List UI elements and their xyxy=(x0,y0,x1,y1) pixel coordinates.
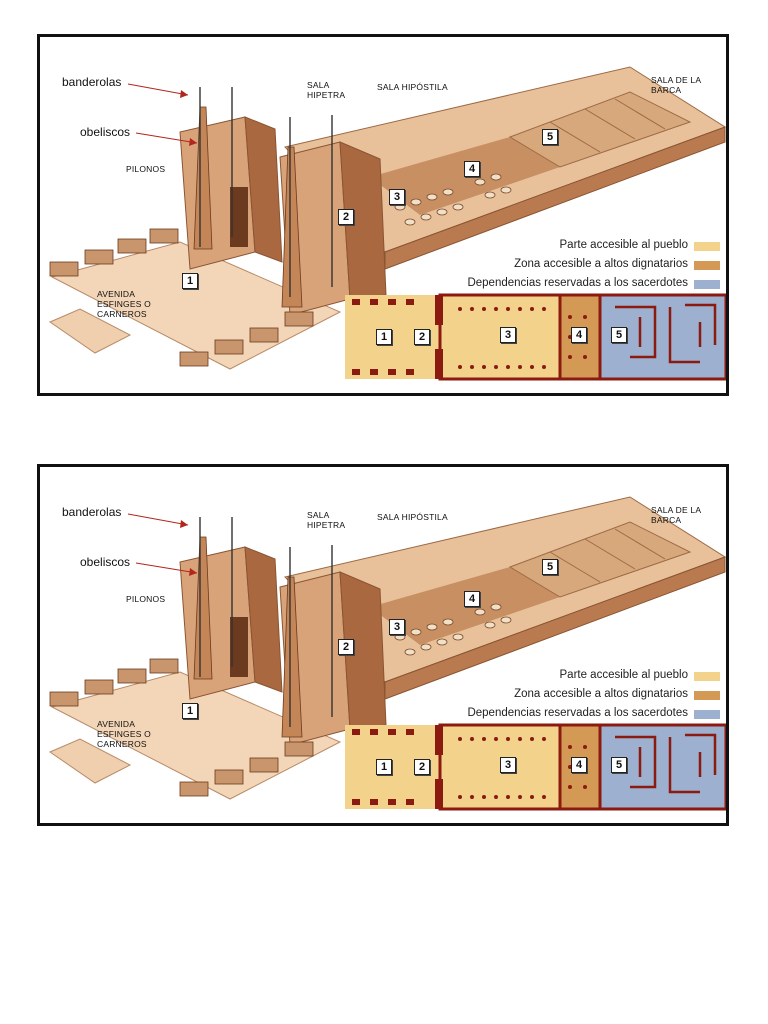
label-sala-barca: SALA DE LA BARCA xyxy=(651,75,702,95)
label-obeliscos: obeliscos xyxy=(80,125,131,139)
label-sala-barca: SALA DE LA BARCA xyxy=(651,505,702,525)
temple-diagram-panel-bottom: banderolas obeliscos PILONOS SALA HIPETR… xyxy=(37,464,729,826)
legend-swatch-dignitaries xyxy=(694,261,720,270)
pylon-1-side xyxy=(244,116,283,263)
marker-4-plan: 4 xyxy=(571,757,587,773)
avenue-ramp xyxy=(48,308,132,354)
sphinx-row xyxy=(49,228,314,367)
marker-2-plan: 2 xyxy=(414,329,430,345)
label-pilonos: PILONOS xyxy=(126,164,166,174)
arrow-obeliscos xyxy=(135,132,198,144)
legend-swatch-priests xyxy=(694,280,720,289)
marker-2-illustration: 2 xyxy=(338,639,354,655)
legend-public: Parte accesible al pueblo xyxy=(559,669,689,681)
temple-diagram-panel-top: banderolas obeliscos PILONOS SALA HIPETR… xyxy=(37,34,729,396)
label-sala-hipostila: SALA HIPÓSTILA xyxy=(377,512,448,522)
obelisk-left xyxy=(193,536,213,680)
pylon-1-gate xyxy=(230,187,248,247)
inner-rooms xyxy=(508,91,692,168)
inner-rooms xyxy=(508,521,692,598)
legend-public: Parte accesible al pueblo xyxy=(559,239,689,251)
obelisk-right xyxy=(281,576,303,738)
label-sala-hipetra: SALA HIPETRA xyxy=(307,80,346,100)
marker-2-plan: 2 xyxy=(414,759,430,775)
label-obeliscos: obeliscos xyxy=(80,555,131,569)
arrow-banderolas xyxy=(127,513,189,526)
marker-2-illustration: 2 xyxy=(338,209,354,225)
marker-1-plan: 1 xyxy=(376,329,392,345)
marker-1-illustration: 1 xyxy=(182,273,198,289)
plan-maze xyxy=(615,303,717,364)
marker-3-plan: 3 xyxy=(500,327,516,343)
legend-priests: Dependencias reservadas a los sacerdotes xyxy=(467,277,688,289)
legend-swatch-dignitaries xyxy=(694,691,720,700)
arrow-obeliscos xyxy=(135,562,198,574)
legend-swatch-public xyxy=(694,242,720,251)
plan-wall-blocks xyxy=(352,295,443,379)
label-banderolas: banderolas xyxy=(62,505,122,519)
legend-swatch-priests xyxy=(694,710,720,719)
plan-wall-blocks xyxy=(352,725,443,809)
temple-illustration xyxy=(48,66,726,381)
marker-5-plan: 5 xyxy=(611,327,627,343)
sphinx-row xyxy=(49,658,314,797)
legend-priests: Dependencias reservadas a los sacerdotes xyxy=(467,707,688,719)
marker-1-illustration: 1 xyxy=(182,703,198,719)
avenue-ramp xyxy=(48,738,132,784)
marker-3-illustration: 3 xyxy=(389,619,405,635)
label-avenida: AVENIDA ESFINGES O CARNEROS xyxy=(97,289,151,319)
marker-5-illustration: 5 xyxy=(542,129,558,145)
marker-1-plan: 1 xyxy=(376,759,392,775)
columns xyxy=(394,603,512,656)
columns xyxy=(394,173,512,226)
marker-3-illustration: 3 xyxy=(389,189,405,205)
arrow-banderolas xyxy=(127,83,189,96)
label-banderolas: banderolas xyxy=(62,75,122,89)
label-pilonos: PILONOS xyxy=(126,594,166,604)
plan-columns xyxy=(458,307,587,369)
marker-4-illustration: 4 xyxy=(464,161,480,177)
legend-swatch-public xyxy=(694,672,720,681)
label-sala-hipostila: SALA HIPÓSTILA xyxy=(377,82,448,92)
pylon-1-gate xyxy=(230,617,248,677)
label-avenida: AVENIDA ESFINGES O CARNEROS xyxy=(97,719,151,749)
obelisk-left xyxy=(193,106,213,250)
marker-5-illustration: 5 xyxy=(542,559,558,575)
plan-maze xyxy=(615,733,717,794)
temple-illustration xyxy=(48,496,726,811)
label-sala-hipetra: SALA HIPETRA xyxy=(307,510,346,530)
obelisk-right xyxy=(281,146,303,308)
pylon-1-side xyxy=(244,546,283,693)
marker-5-plan: 5 xyxy=(611,757,627,773)
marker-4-plan: 4 xyxy=(571,327,587,343)
marker-4-illustration: 4 xyxy=(464,591,480,607)
legend-dignitaries: Zona accesible a altos dignatarios xyxy=(514,258,688,270)
marker-3-plan: 3 xyxy=(500,757,516,773)
legend-dignitaries: Zona accesible a altos dignatarios xyxy=(514,688,688,700)
